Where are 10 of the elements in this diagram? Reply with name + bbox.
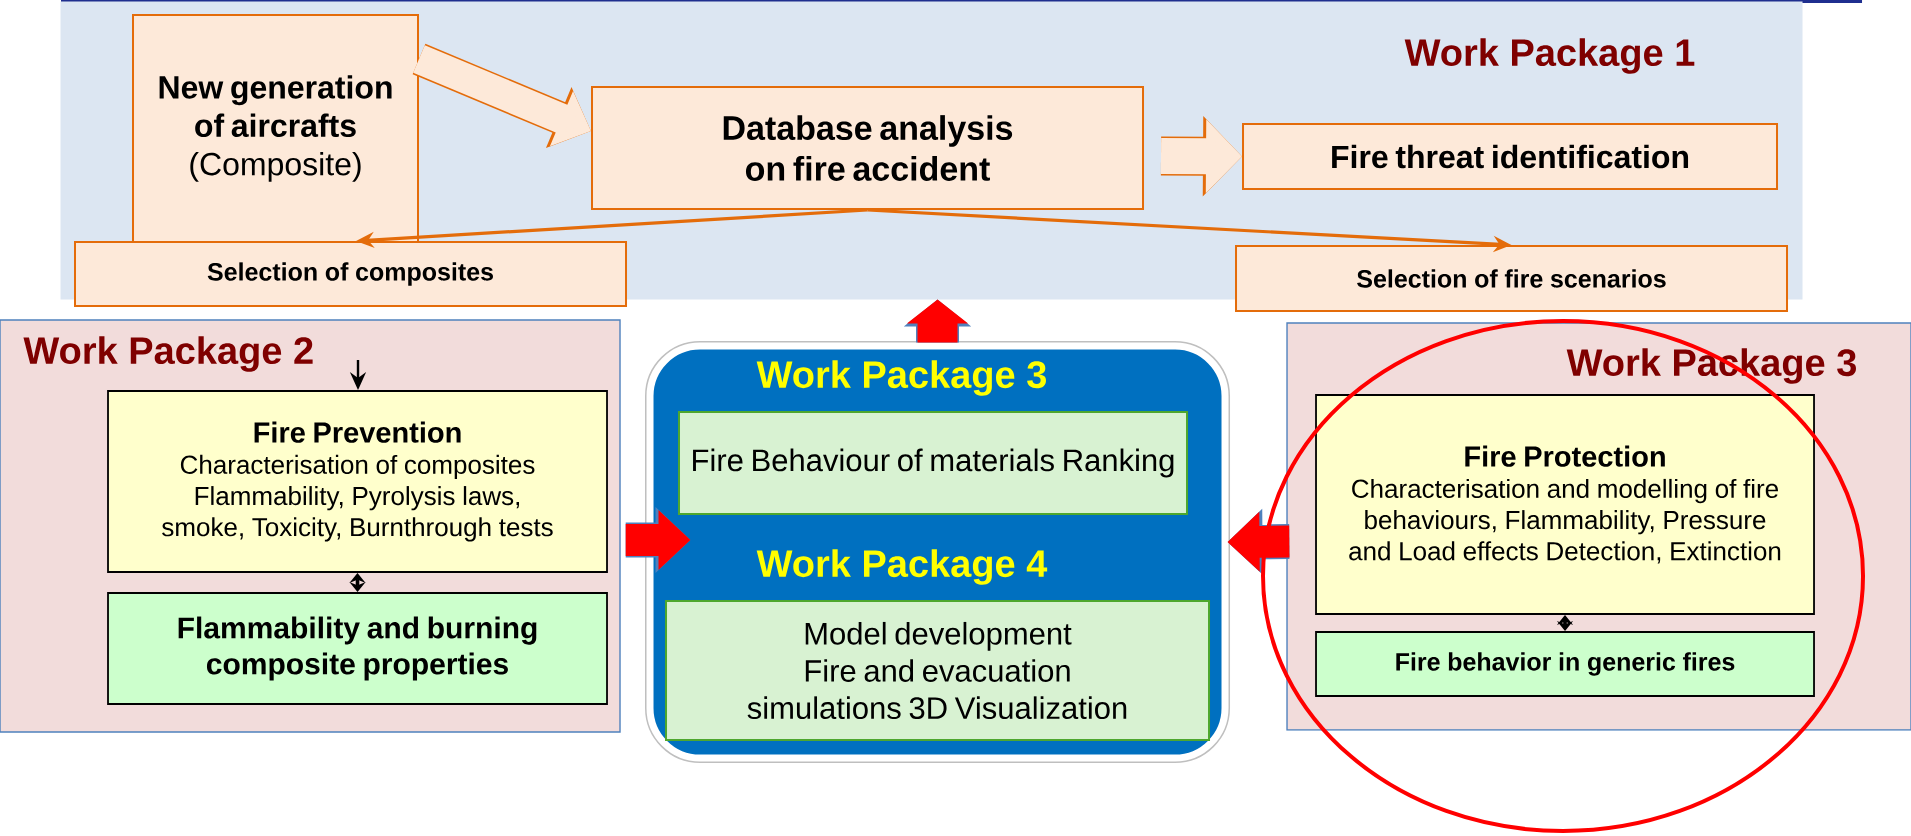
process-box: Selection of composites	[74, 241, 627, 307]
process-box: Model development Fire and evacuation simulations 3D Visualization	[665, 600, 1210, 741]
process-box: Selection of fire scenarios	[1235, 245, 1788, 312]
process-box: Flammability and burning composite properties	[107, 592, 608, 705]
process-box: Fire Prevention Characterisation of composites Flammability, Pyrolysis laws, smoke, Toxicity, Burnthrough tests	[107, 390, 608, 573]
process-box: Fire behavior in generic fires	[1315, 631, 1815, 697]
process-box: Database analysis on fire accident	[591, 86, 1144, 210]
process-box: Fire Protection Characterisation and modelling of fire behaviours, Flammability, Pressure and Load effects Detection, Extinction	[1315, 394, 1815, 615]
process-box: New generation of aircrafts (Composite)	[132, 14, 419, 243]
process-box: Fire Behaviour of materials Ranking	[678, 411, 1188, 515]
